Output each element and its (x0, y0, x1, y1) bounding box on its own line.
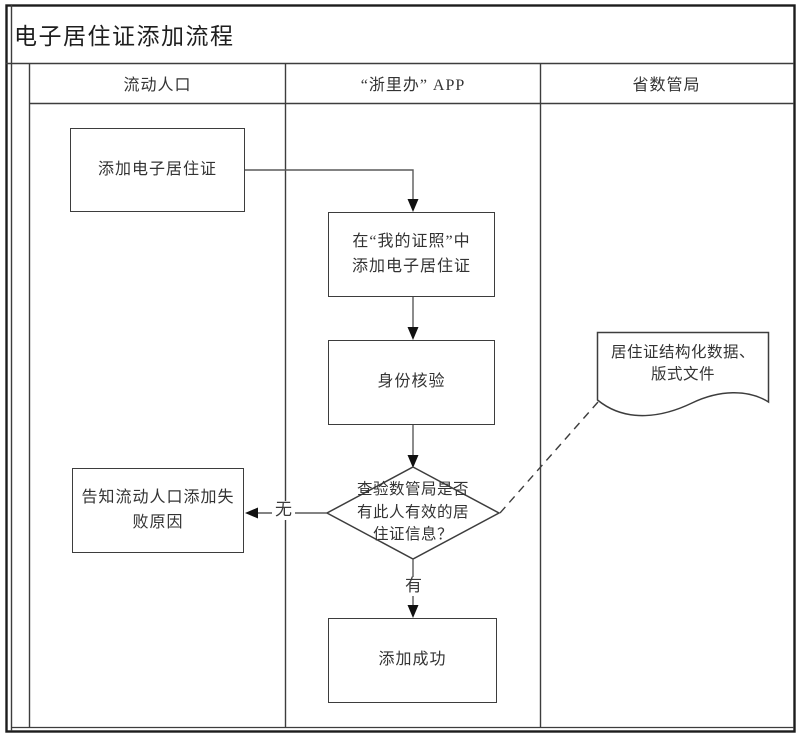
arrowhead-into-fail (245, 507, 258, 519)
connector-add-to-appadd (245, 169, 414, 203)
arrowhead-into-appadd (407, 199, 419, 212)
lane-header-population: 流动人口 (123, 77, 192, 94)
node-add-request: 添加电子居住证 (70, 128, 245, 212)
arrowhead-into-decision (407, 455, 419, 468)
edge-label-no: 无 (272, 500, 295, 520)
arrowhead-into-identity (407, 327, 419, 340)
lane-header-bureau: 省数管局 (632, 77, 701, 94)
node-identity-check: 身份核验 (328, 340, 495, 425)
node-document-label: 居住证结构化数据、 版式文件 (610, 343, 755, 383)
document-shape (596, 331, 770, 417)
node-decision-label: 查验数管局是否 有此人有效的居 住证信息？ (356, 481, 469, 544)
lane-header-app: “浙里办” APP (360, 77, 466, 94)
connector-document-to-decision-dashed (499, 401, 599, 514)
node-app-add: 在“我的证照”中 添加电子居住证 (328, 212, 495, 297)
node-success: 添加成功 (328, 618, 497, 703)
edge-label-yes: 有 (402, 576, 425, 596)
outer-frame (5, 4, 796, 733)
node-fail-notice: 告知流动人口添加失 败原因 (72, 468, 244, 553)
arrowhead-into-success (407, 605, 419, 618)
page-title: 电子居住证添加流程 (14, 24, 235, 49)
